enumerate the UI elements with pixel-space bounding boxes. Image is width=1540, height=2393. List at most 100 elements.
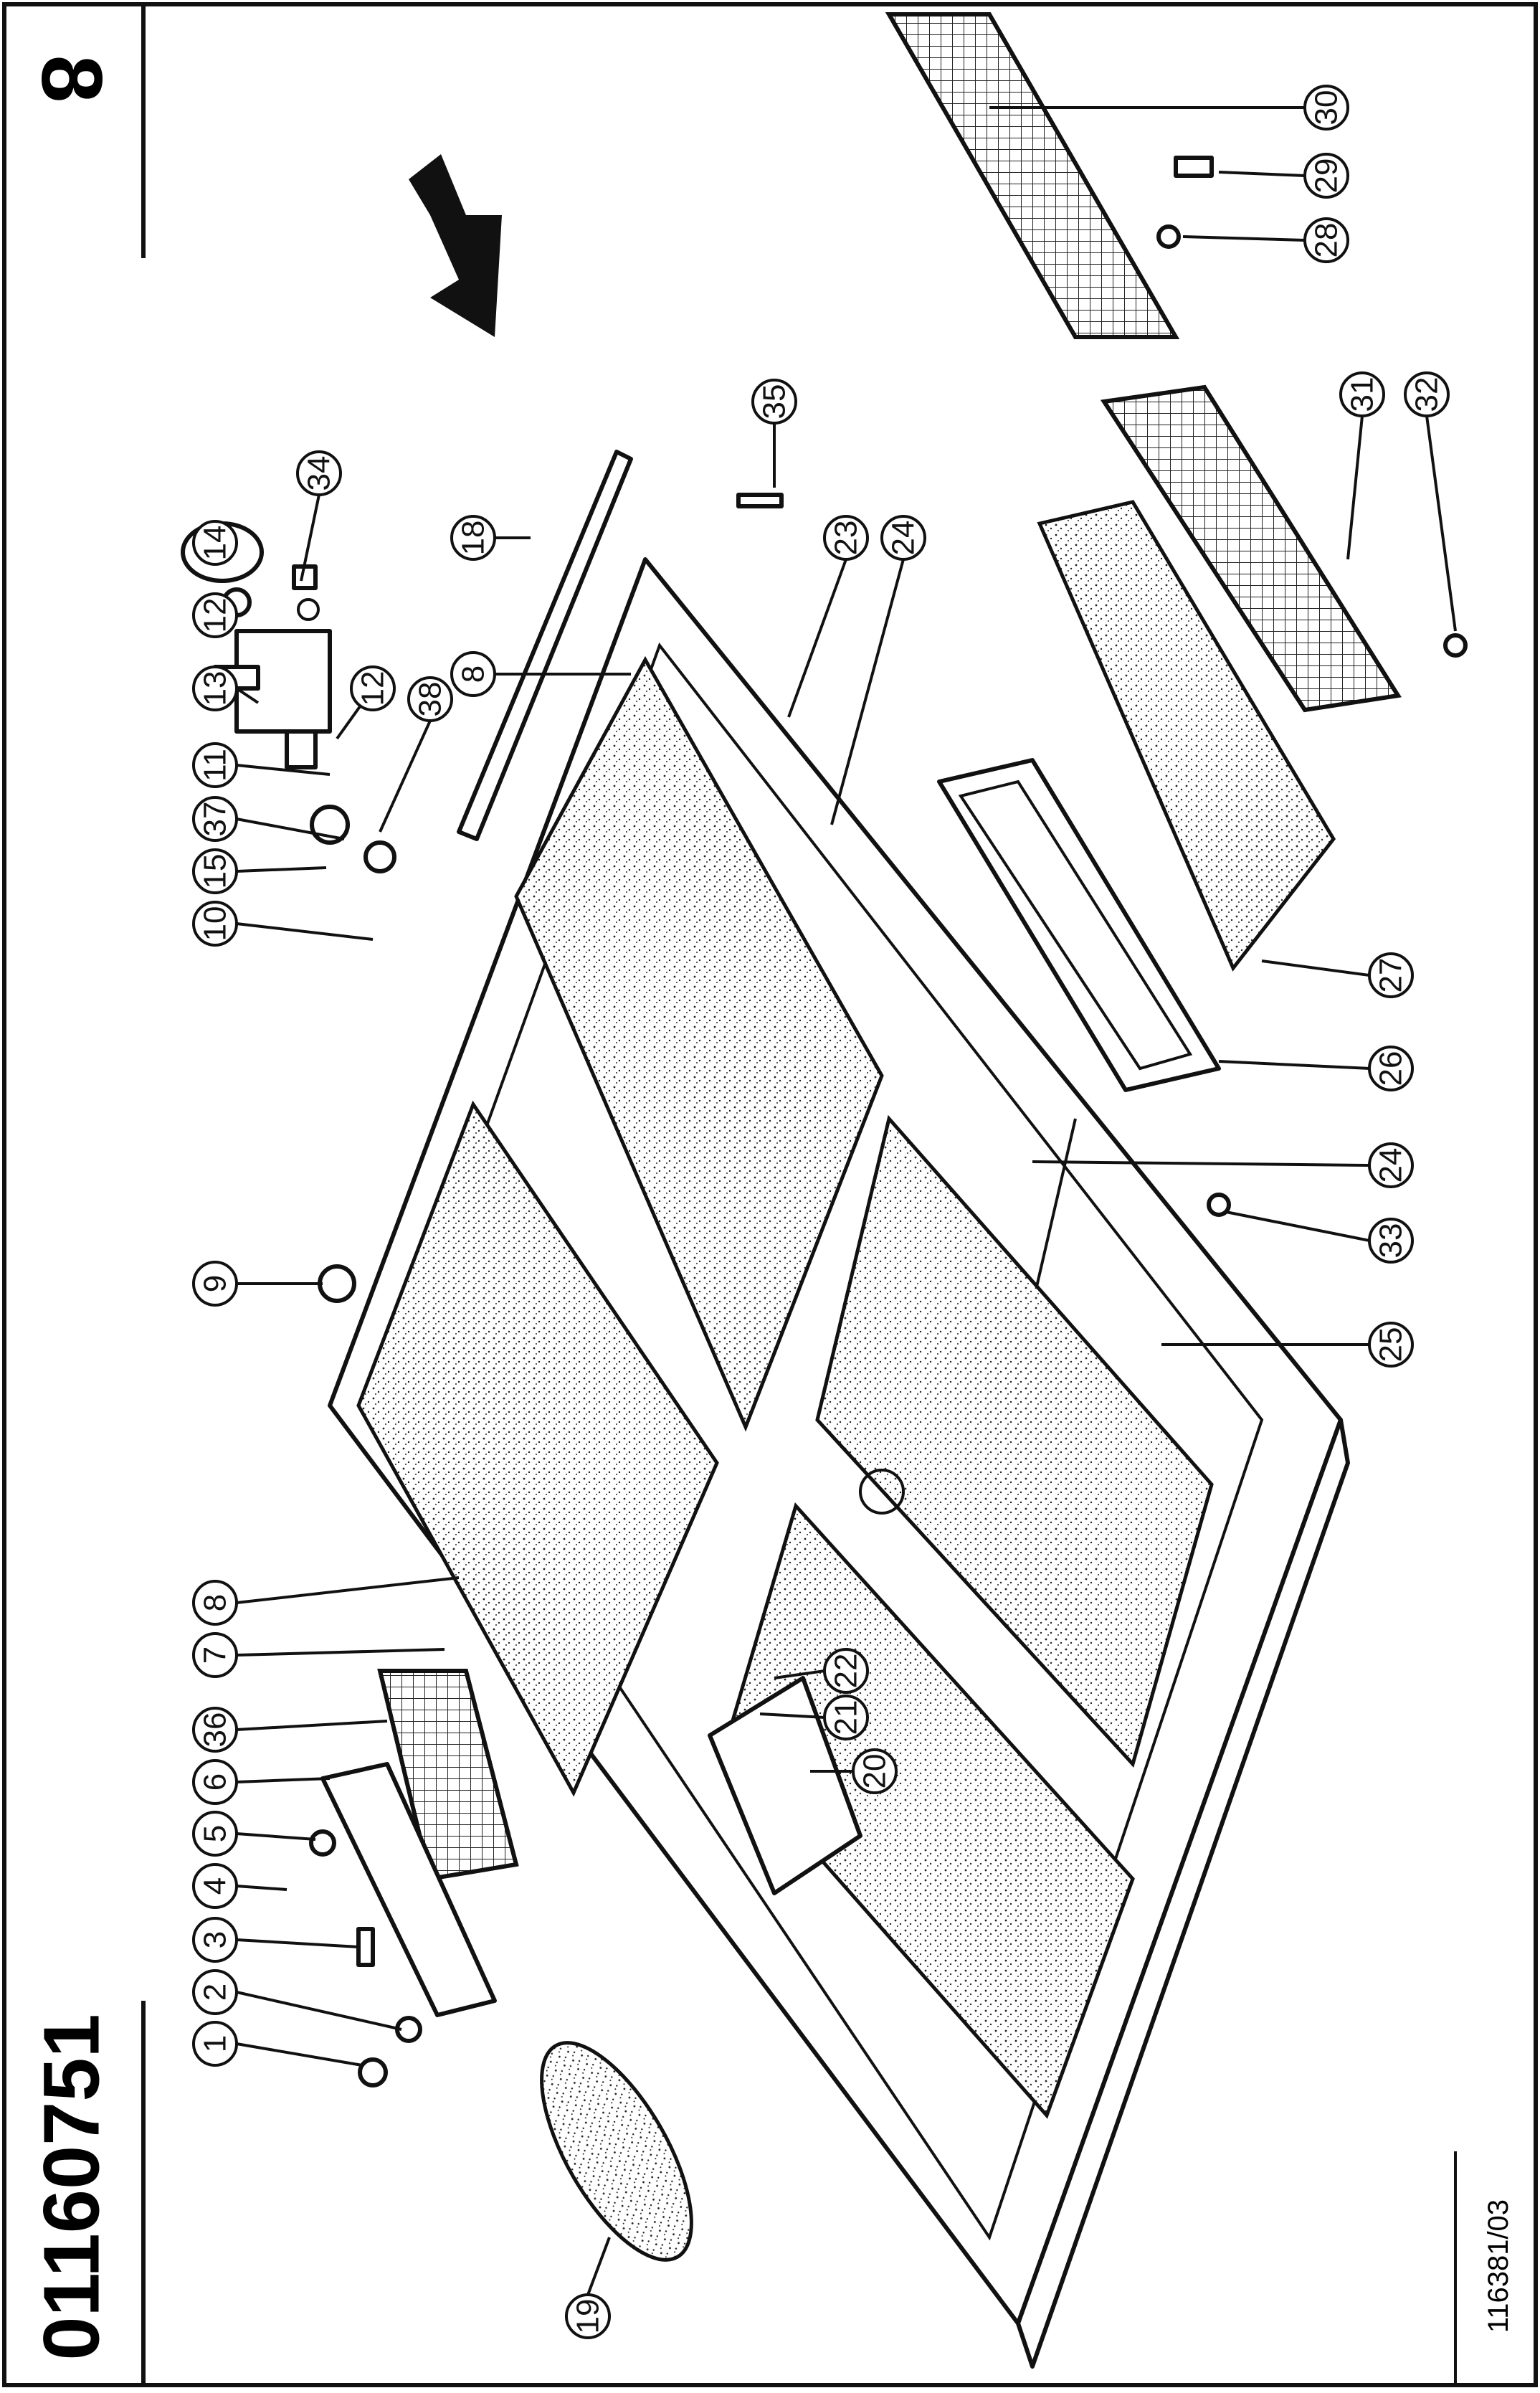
callout-20: 20 bbox=[852, 1748, 898, 1794]
callout-label: 37 bbox=[198, 802, 233, 837]
callout-label: 28 bbox=[1309, 223, 1344, 258]
callout-label: 4 bbox=[198, 1877, 233, 1895]
callout-circle bbox=[1303, 153, 1349, 199]
vent-housing bbox=[320, 1762, 497, 2017]
callout-7: 7 bbox=[192, 1632, 238, 1678]
callout-30: 30 bbox=[1303, 85, 1349, 131]
callout-circle bbox=[192, 848, 238, 894]
callout-circle bbox=[823, 1695, 869, 1740]
callout-circle bbox=[751, 379, 797, 425]
callout-5: 5 bbox=[192, 1811, 238, 1857]
callout-label: 24 bbox=[1374, 1148, 1409, 1183]
callout-circle bbox=[192, 742, 238, 788]
mounting-plate bbox=[708, 1676, 862, 1895]
callout-13: 13 bbox=[192, 665, 238, 711]
callout-circle bbox=[1368, 1046, 1414, 1091]
callout-28: 28 bbox=[1303, 217, 1349, 263]
callout-label: 8 bbox=[198, 1594, 233, 1611]
drawing-reference: 116381/03 bbox=[1483, 2199, 1514, 2333]
callout-circle bbox=[192, 1917, 238, 1963]
callout-label: 21 bbox=[829, 1700, 864, 1735]
washer-icon bbox=[1443, 633, 1468, 658]
callout-33: 33 bbox=[1368, 1218, 1414, 1264]
callout-circle bbox=[296, 450, 342, 496]
filter-element bbox=[1037, 500, 1336, 972]
callout-circle bbox=[192, 1632, 238, 1678]
bolt-icon bbox=[356, 1927, 375, 1967]
page-number: 8 bbox=[24, 55, 120, 103]
callout-35: 35 bbox=[751, 379, 797, 425]
roof-panel-lower-right bbox=[815, 1114, 1214, 1768]
callout-circle bbox=[192, 796, 238, 842]
callout-label: 24 bbox=[886, 521, 921, 556]
callout-circle bbox=[1303, 85, 1349, 131]
roof-panel-lower-left bbox=[722, 1502, 1135, 2119]
callout-26: 26 bbox=[1368, 1046, 1414, 1091]
callout-1: 1 bbox=[192, 2021, 238, 2067]
callout-14: 14 bbox=[192, 520, 238, 566]
callout-label: 38 bbox=[413, 682, 448, 717]
callout-10: 10 bbox=[192, 901, 238, 947]
callout-label: 6 bbox=[198, 1773, 233, 1791]
callout-label: 2 bbox=[198, 1984, 233, 2001]
callout-label: 5 bbox=[198, 1825, 233, 1842]
callout-label: 13 bbox=[198, 671, 233, 706]
callout-circle bbox=[852, 1748, 898, 1794]
callout-circle bbox=[880, 515, 926, 561]
callout-label: 9 bbox=[198, 1275, 233, 1292]
callout-12: 12 bbox=[192, 592, 238, 638]
callout-label: 11 bbox=[198, 749, 233, 782]
callout-circle bbox=[192, 901, 238, 947]
callout-label: 33 bbox=[1374, 1223, 1409, 1259]
callout-circle bbox=[192, 520, 238, 566]
callout-19: 19 bbox=[565, 2293, 611, 2339]
callout-circle bbox=[192, 1863, 238, 1909]
callout-label: 19 bbox=[571, 2299, 606, 2334]
callout-circle bbox=[1303, 217, 1349, 263]
callout-circle bbox=[450, 515, 496, 561]
callout-label: 1 bbox=[198, 2035, 233, 2052]
air-filter-grille-lower bbox=[1100, 384, 1402, 713]
callout-label: 20 bbox=[857, 1754, 893, 1789]
callout-circle bbox=[1368, 952, 1414, 998]
callout-8: 8 bbox=[450, 651, 496, 697]
washer-icon bbox=[1207, 1193, 1231, 1217]
callout-circle bbox=[823, 1648, 869, 1694]
callout-label: 31 bbox=[1345, 377, 1380, 412]
callout-circle bbox=[1339, 371, 1385, 417]
callout-label: 3 bbox=[198, 1931, 233, 1948]
callout-24: 24 bbox=[1368, 1142, 1414, 1188]
cover-plate bbox=[540, 2041, 693, 2262]
callout-circle bbox=[1404, 371, 1450, 417]
roof-panel-upper-left bbox=[356, 1100, 719, 1797]
callout-27: 27 bbox=[1368, 952, 1414, 998]
cap-screw-hole bbox=[859, 1469, 905, 1515]
air-filter-grille-top bbox=[885, 12, 1180, 339]
callout-label: 36 bbox=[198, 1712, 233, 1748]
callout-circle bbox=[192, 1759, 238, 1805]
direction-arrow-icon bbox=[409, 154, 502, 337]
callout-2: 2 bbox=[192, 1969, 238, 2015]
callout-circle bbox=[192, 1261, 238, 1307]
callout-circle bbox=[1368, 1142, 1414, 1188]
grommet-icon bbox=[318, 1264, 356, 1303]
callout-6: 6 bbox=[192, 1759, 238, 1805]
callout-38: 38 bbox=[407, 676, 453, 722]
callout-circle bbox=[192, 1811, 238, 1857]
callout-4: 4 bbox=[192, 1863, 238, 1909]
callout-circle bbox=[192, 2021, 238, 2067]
callout-label: 29 bbox=[1309, 158, 1344, 194]
callout-23: 23 bbox=[823, 515, 869, 561]
callout-label: 35 bbox=[757, 384, 792, 420]
wing-bolt-icon bbox=[1174, 156, 1214, 178]
callout-label: 8 bbox=[456, 665, 491, 683]
callout-8: 8 bbox=[192, 1580, 238, 1626]
callout-34: 34 bbox=[296, 450, 342, 496]
roof-panel-upper-right bbox=[514, 655, 884, 1432]
callout-label: 7 bbox=[198, 1646, 233, 1664]
callout-label: 26 bbox=[1374, 1051, 1409, 1086]
callout-circle bbox=[192, 1580, 238, 1626]
callout-circle bbox=[192, 592, 238, 638]
callout-36: 36 bbox=[192, 1707, 238, 1753]
